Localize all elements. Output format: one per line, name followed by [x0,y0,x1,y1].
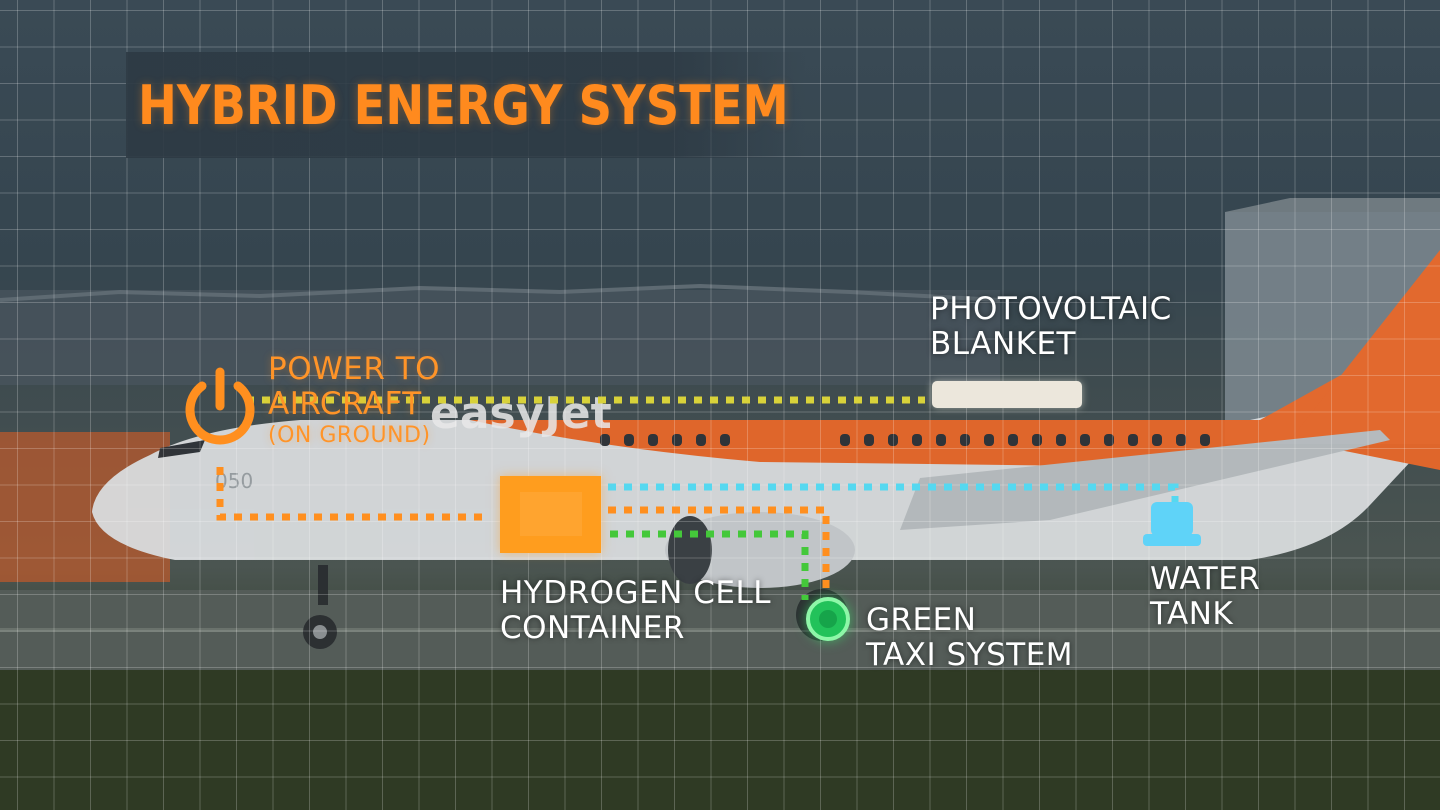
hydrogen-label-line1: HYDROGEN CELL [500,575,771,611]
taxi-label-line1: GREEN [866,602,977,638]
green-taxi-dot-icon [806,597,850,641]
page-title: HYBRID ENERGY SYSTEM [138,74,789,137]
water-tank-icon [1143,502,1201,546]
fuselage-orange-stripe [300,320,1440,468]
photovoltaic-label-line2: BLANKET [930,326,1076,362]
power-label-line3: (ON GROUND) [268,423,431,448]
hydrogen-label: HYDROGEN CELL CONTAINER [500,576,771,646]
title-panel [126,52,806,158]
water-route [608,483,1179,502]
power-icon [185,367,255,445]
tail-fin [1290,250,1440,470]
water-tank-label-line2: TANK [1150,596,1234,632]
photovoltaic-label-line1: PHOTOVOLTAIC [930,291,1172,327]
cabin-windows [600,434,1210,446]
water-tank-label-line1: WATER [1150,561,1261,597]
power-label: POWER TO AIRCRAFT (ON GROUND) [268,352,440,450]
grass [0,670,1440,810]
taxi-label-line2: TAXI SYSTEM [866,637,1074,673]
wing [900,430,1390,530]
photovoltaic-label: PHOTOVOLTAIC BLANKET [930,292,1172,362]
power-label-line1: POWER TO [268,351,441,387]
taxi-label: GREEN TAXI SYSTEM [866,603,1073,673]
taxi-route [610,530,809,600]
power-route [216,467,490,521]
stadium-structure [0,290,1000,385]
cockpit-window [158,440,205,458]
hydrogen-container-icon [500,476,601,553]
photovoltaic-panel-icon [932,381,1082,408]
hydrogen-label-line2: CONTAINER [500,610,685,646]
power-label-line2: AIRCRAFT [268,386,422,422]
water-tank-label: WATER TANK [1150,562,1260,632]
